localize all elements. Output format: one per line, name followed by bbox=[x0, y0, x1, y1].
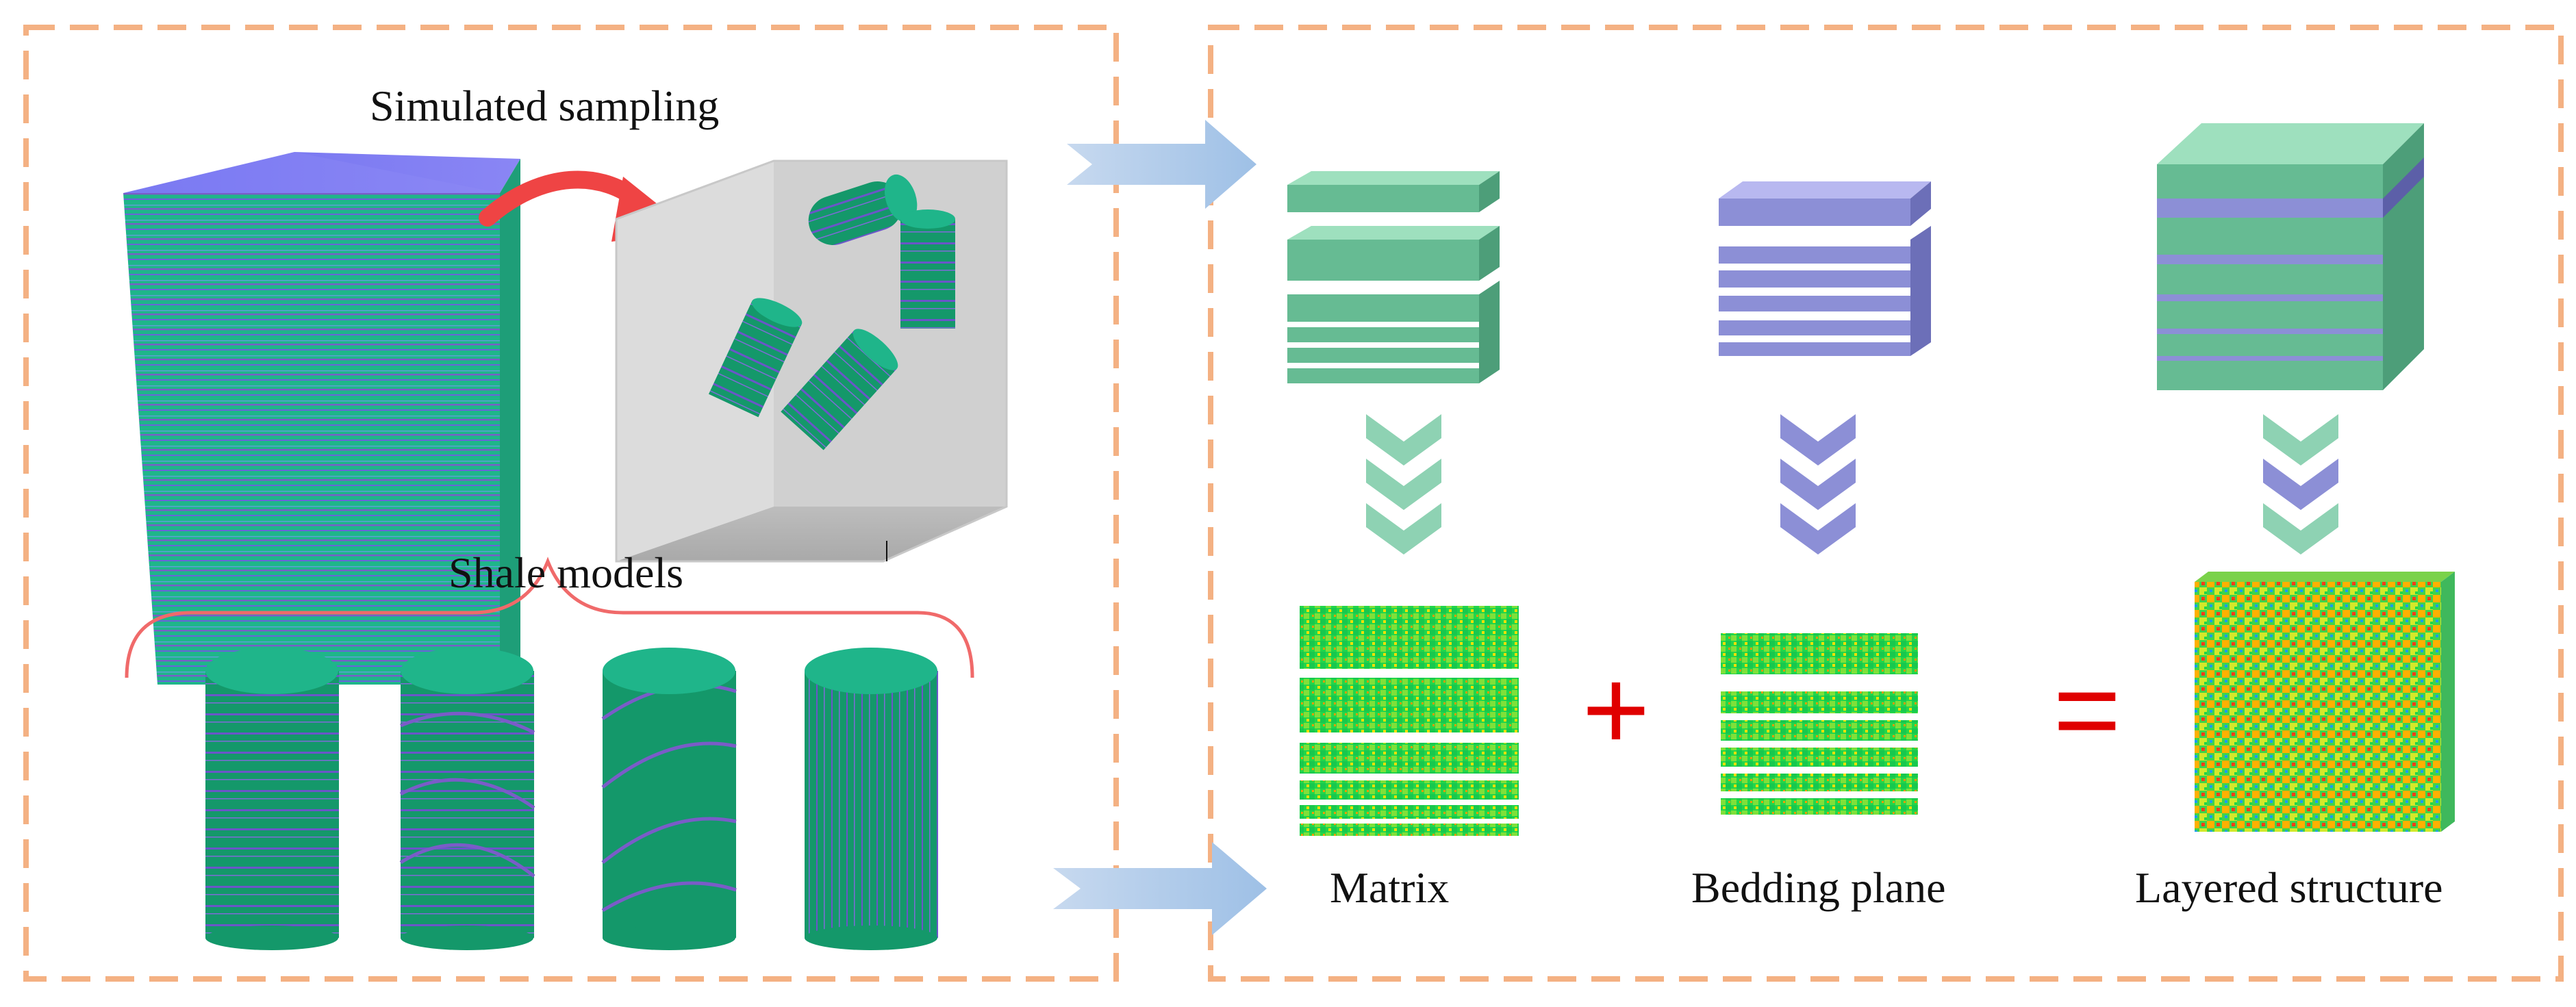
blue-flow-arrow-icon bbox=[1053, 842, 1267, 935]
shale-model-cylinder-1 bbox=[205, 648, 339, 950]
chevron-down-icon bbox=[1780, 414, 1856, 555]
bedding-heatmap-stack bbox=[1721, 633, 1918, 815]
matrix-heatmap-stack bbox=[1300, 606, 1519, 836]
left-panel-border bbox=[23, 25, 1119, 982]
sampling-box bbox=[615, 160, 1008, 563]
layered-block bbox=[2157, 123, 2424, 390]
bedding-slab-stack bbox=[1719, 181, 1931, 356]
shale-models-label: Shale models bbox=[449, 548, 684, 597]
right-panel-border bbox=[1208, 25, 2564, 982]
shale-model-cylinder-4 bbox=[805, 648, 938, 950]
shale-cube bbox=[123, 152, 520, 685]
shale-model-cylinder-3 bbox=[601, 648, 737, 950]
equals-operator: = bbox=[2053, 645, 2121, 775]
bedding-plane-label: Bedding plane bbox=[1691, 863, 1946, 912]
chevron-down-icon bbox=[2263, 414, 2338, 555]
plus-operator: + bbox=[1582, 645, 1650, 775]
shale-models-brace bbox=[125, 557, 974, 678]
matrix-label: Matrix bbox=[1330, 863, 1450, 912]
chevron-down-icon bbox=[1366, 414, 1441, 555]
blue-flow-arrow-icon bbox=[1067, 120, 1257, 209]
shale-model-cylinder-2 bbox=[399, 648, 535, 950]
matrix-slab-stack bbox=[1287, 171, 1500, 383]
layered-heatmap-block bbox=[2195, 572, 2455, 832]
simulated-sampling-label: Simulated sampling bbox=[370, 81, 720, 130]
layered-structure-label: Layered structure bbox=[2135, 863, 2443, 912]
